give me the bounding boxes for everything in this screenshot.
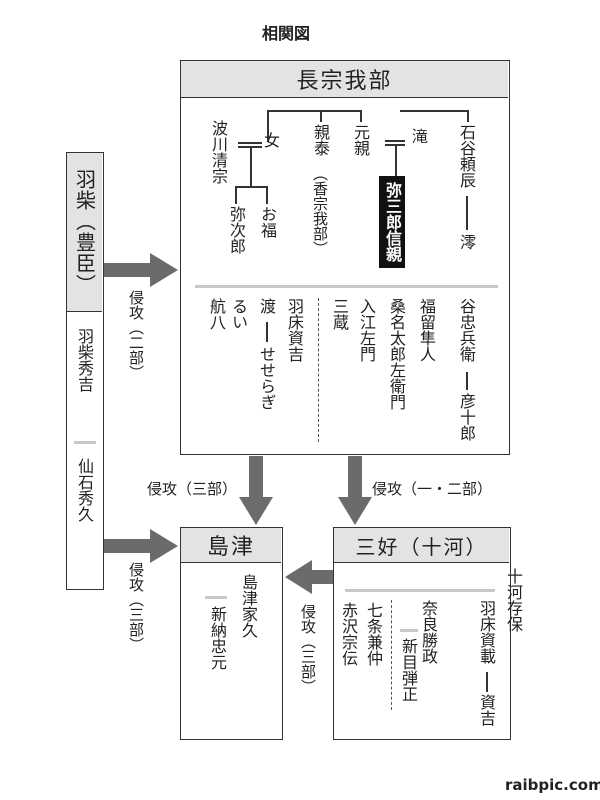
chosokabe-divider — [195, 285, 498, 288]
family-ishigai-drop — [467, 110, 469, 122]
marriage-taki-1 — [385, 140, 405, 142]
hashiba-member-2: 仙石秀久 — [75, 458, 94, 522]
label-hashiba-shimazu: 侵攻（三部） — [127, 562, 145, 652]
sukenori-sukeyoshi-line — [486, 672, 488, 692]
shimazu-box: 島津 — [180, 527, 283, 740]
hashiba-header: 羽柴（豊臣） — [67, 153, 102, 312]
retainer-fukudome: 福留隼人 — [417, 298, 436, 362]
shimazu-member-1: 島津家久 — [239, 574, 258, 638]
retainer-dashed-divider — [318, 298, 319, 442]
miyoshi-small-divider — [400, 629, 418, 632]
name-nobuchika: 弥三郎信親 — [379, 176, 405, 268]
name-taki: 滝 — [409, 128, 428, 144]
miyoshi-nara: 奈良勝政 — [419, 600, 438, 664]
chosokabe-box: 長宗我部 — [180, 60, 510, 455]
miyoshi-divider — [345, 589, 495, 592]
retainer-rui: るい — [229, 298, 248, 330]
retainer-hikojuro: 彦十郎 — [457, 393, 476, 441]
family-onna-drop — [267, 110, 269, 142]
hashiba-box: 羽柴（豊臣） 羽柴秀吉 仙石秀久 — [66, 152, 104, 590]
arrow-hashiba-shimazu — [104, 529, 178, 563]
shimazu-divider — [205, 596, 227, 599]
name-hatano: 波川清宗 — [209, 120, 228, 184]
miyoshi-niime: 新目弾正 — [399, 638, 418, 702]
hatano-children-line — [235, 186, 267, 188]
name-motochika: 元親 — [351, 124, 370, 156]
retainer-sanzo: 三蔵 — [330, 298, 349, 330]
name-yajiro: 弥次郎 — [227, 206, 246, 254]
name-onna: 女 — [261, 132, 280, 148]
miyoshi-haba-sukenori: 羽床資載 — [477, 600, 496, 664]
family-motochika-drop — [360, 110, 362, 122]
name-kasokabe: （香宗我部） — [311, 166, 329, 256]
yajiro-drop — [235, 186, 237, 204]
label-chosokabe-shimazu: 侵攻（三部） — [147, 480, 238, 498]
retainer-tani: 谷忠兵衛 — [457, 298, 476, 362]
miyoshi-header: 三好（十河） — [334, 528, 509, 563]
miyoshi-header-label: 三好（十河） — [355, 534, 488, 559]
arrow-chosokabe-shimazu — [239, 456, 273, 525]
diagram-title: 相関図 — [262, 24, 311, 43]
tani-hikojuro-line — [466, 372, 468, 390]
arrow-hashiba-chosokabe — [104, 253, 178, 287]
miyoshi-shichijo: 七条兼仲 — [364, 602, 383, 666]
shimazu-member-2: 新納忠元 — [208, 606, 227, 670]
name-chikayasu: 親泰 — [311, 124, 330, 156]
chosokabe-header: 長宗我部 — [181, 61, 508, 98]
retainer-kohachi: 航八 — [207, 298, 226, 330]
ofuku-drop — [266, 186, 268, 204]
shimazu-header: 島津 — [181, 528, 281, 563]
hashiba-divider — [74, 441, 96, 444]
hashiba-member-1: 羽柴秀吉 — [75, 328, 94, 392]
watermark: raibpic.com — [505, 776, 600, 794]
ishigai-mio-line — [466, 196, 468, 230]
hatano-child-drop — [250, 146, 252, 186]
retainer-seseragi: せせらぎ — [257, 346, 276, 410]
family-sibling-line — [267, 110, 361, 112]
nobuchika-drop — [395, 144, 397, 176]
miyoshi-sogo: 十河存保 — [504, 568, 523, 632]
chosokabe-header-label: 長宗我部 — [296, 69, 393, 94]
miyoshi-akazawa: 赤沢宗伝 — [339, 602, 358, 666]
miyoshi-sukeyoshi: 資吉 — [477, 694, 496, 726]
retainer-kuwana: 桑名太郎左衛門 — [387, 298, 406, 410]
name-mio: 澪 — [457, 234, 476, 250]
arrow-chosokabe-miyoshi — [338, 456, 372, 525]
family-chikayasu-drop — [320, 110, 322, 122]
family-taki-line — [400, 110, 468, 112]
arrow-miyoshi-shimazu — [285, 560, 333, 594]
shimazu-header-label: 島津 — [206, 535, 255, 560]
name-ishigai: 石谷頼辰 — [457, 124, 476, 188]
retainer-watari: 渡 — [257, 298, 276, 314]
watari-seseragi-line — [266, 322, 268, 342]
hashiba-header-label: 羽柴（豊臣） — [72, 169, 97, 295]
marriage-hatano-1 — [238, 142, 262, 144]
label-chosokabe-miyoshi: 侵攻（一・二部） — [372, 480, 493, 498]
miyoshi-box: 三好（十河） — [333, 527, 511, 740]
name-ofuku: お福 — [258, 206, 277, 238]
label-miyoshi-shimazu: 侵攻（三部） — [299, 604, 317, 694]
label-hashiba-chosokabe: 侵攻（二部） — [127, 290, 145, 380]
miyoshi-dashed-divider — [391, 600, 392, 710]
retainer-haba: 羽床資吉 — [285, 298, 304, 362]
retainer-irie: 入江左門 — [357, 298, 376, 362]
